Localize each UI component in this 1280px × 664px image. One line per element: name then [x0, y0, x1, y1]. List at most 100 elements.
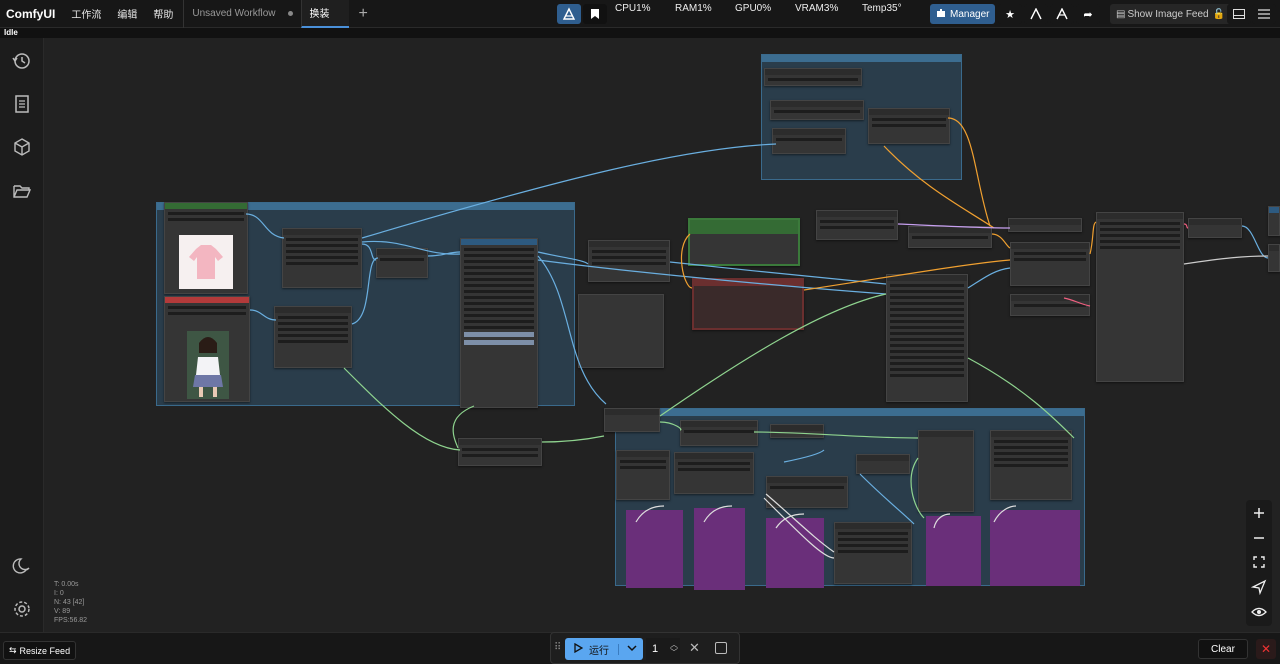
perf-readout: T: 0.00s I: 0 N: 43 [42] V: 89 FPS:56.82: [54, 580, 87, 625]
run-label: 运行: [589, 645, 609, 657]
share-arrow-icon[interactable]: ➦: [1076, 4, 1100, 24]
node[interactable]: [834, 522, 912, 584]
feed-label: Show Image Feed: [1127, 8, 1209, 20]
menu-workflow[interactable]: 工作流: [71, 10, 102, 21]
history-icon[interactable]: [11, 50, 33, 72]
preview-image-node[interactable]: [926, 516, 981, 586]
load-image-node[interactable]: [164, 202, 248, 294]
image-preview-node[interactable]: [1096, 212, 1184, 382]
node[interactable]: [674, 452, 754, 494]
node[interactable]: [274, 306, 352, 368]
preview-image-node[interactable]: [626, 510, 683, 588]
node[interactable]: [868, 108, 950, 144]
node[interactable]: [604, 408, 660, 432]
bookmark-icon[interactable]: [583, 4, 607, 24]
status-idle: Idle: [0, 28, 1280, 38]
star-icon[interactable]: ★: [998, 4, 1022, 24]
node[interactable]: [886, 274, 968, 402]
close-icon[interactable]: ✕: [1256, 639, 1276, 659]
resize-feed-button[interactable]: ⇆ Resize Feed: [3, 641, 77, 660]
unsaved-dot-icon: [287, 11, 293, 16]
empty-node[interactable]: [578, 294, 664, 368]
tab-label: Unsaved Workflow: [192, 8, 276, 19]
batch-count-value: 1: [652, 643, 659, 655]
perf-n: N: 43 [42]: [54, 599, 85, 606]
gear-icon[interactable]: [11, 598, 33, 620]
tab-active-workflow[interactable]: 换装: [300, 0, 349, 28]
perf-v: V: 89: [54, 608, 71, 615]
perf-fps: FPS:56.82: [54, 617, 88, 624]
node[interactable]: [990, 430, 1072, 500]
node[interactable]: [1268, 206, 1280, 236]
node[interactable]: [764, 68, 862, 86]
stepper-icon[interactable]: ︿﹀: [670, 640, 678, 657]
preview-image-node[interactable]: [694, 508, 745, 590]
node[interactable]: [772, 128, 846, 154]
node[interactable]: [816, 210, 898, 240]
garment-thumbnail: [179, 235, 233, 289]
show-image-feed-button[interactable]: ▤ Show Image Feed 🔓: [1110, 4, 1232, 24]
node[interactable]: [856, 454, 910, 474]
node-canvas[interactable]: [44, 38, 1280, 632]
top-bar: ComfyUI 工作流 编辑 帮助 Unsaved Workflow 换装 + …: [0, 0, 1280, 28]
load-person-image-node[interactable]: [164, 296, 250, 402]
group-title-bar: [616, 409, 1084, 416]
zoom-out-icon[interactable]: [1251, 530, 1267, 546]
moon-icon[interactable]: [11, 555, 33, 577]
select-mode-icon[interactable]: [1250, 579, 1267, 596]
preview-image-node[interactable]: [766, 518, 824, 588]
node[interactable]: [376, 248, 428, 278]
hamburger-menu-icon[interactable]: [1252, 4, 1276, 24]
node[interactable]: [1188, 218, 1242, 238]
node[interactable]: [1010, 242, 1090, 286]
comfy-logo-icon[interactable]: [557, 4, 581, 24]
comfy-share-icon[interactable]: [1024, 4, 1048, 24]
node[interactable]: [918, 430, 974, 512]
vram-stat: VRAM3%: [795, 3, 839, 14]
document-icon[interactable]: [11, 93, 33, 115]
person-thumbnail: [187, 331, 229, 399]
node[interactable]: [770, 100, 864, 120]
zoom-in-icon[interactable]: [1251, 505, 1267, 521]
panel-toggle-icon[interactable]: [1227, 4, 1251, 24]
node[interactable]: [616, 450, 670, 500]
resize-feed-label: Resize Feed: [19, 645, 71, 656]
sidebar: [0, 38, 44, 632]
node[interactable]: [680, 420, 758, 446]
temp-stat: Temp35°: [862, 3, 902, 14]
cancel-icon[interactable]: ✕: [689, 640, 700, 655]
batch-count-input[interactable]: 1 ︿﹀: [646, 638, 680, 660]
ram-stat: RAM1%: [675, 3, 712, 14]
manager-button[interactable]: Manager: [930, 4, 996, 24]
fit-view-icon[interactable]: [1251, 554, 1267, 570]
puzzle-icon: [936, 8, 946, 21]
node[interactable]: [1008, 218, 1082, 232]
menu-help[interactable]: 帮助: [153, 10, 174, 21]
run-button[interactable]: 运行: [565, 638, 643, 660]
node[interactable]: [770, 424, 824, 438]
tab-label: 换装: [309, 9, 330, 20]
drag-handle-icon[interactable]: ⠿: [554, 642, 562, 653]
node[interactable]: [1268, 244, 1280, 272]
perf-i: I: 0: [54, 590, 64, 597]
resize-icon: ⇆: [9, 645, 17, 655]
comfy-workflow-icon[interactable]: [1050, 4, 1074, 24]
green-note-node[interactable]: [688, 218, 800, 266]
visibility-eye-icon[interactable]: [1251, 604, 1267, 620]
node[interactable]: [766, 476, 848, 508]
clear-button[interactable]: Clear: [1198, 639, 1248, 659]
sampler-node[interactable]: [460, 238, 538, 408]
stop-icon[interactable]: [715, 642, 727, 654]
node[interactable]: [458, 438, 542, 466]
canvas-tools: [1246, 500, 1272, 626]
preview-image-node[interactable]: [990, 510, 1080, 586]
new-tab-plus-icon[interactable]: +: [358, 4, 368, 22]
tab-unsaved-workflow[interactable]: Unsaved Workflow: [183, 0, 300, 28]
menu-edit[interactable]: 编辑: [117, 10, 138, 21]
chevron-down-icon[interactable]: [618, 643, 637, 655]
node[interactable]: [588, 240, 670, 282]
folder-open-icon[interactable]: [11, 180, 33, 202]
app-brand[interactable]: ComfyUI: [6, 6, 56, 21]
cube-icon[interactable]: [11, 136, 33, 158]
node[interactable]: [282, 228, 362, 288]
